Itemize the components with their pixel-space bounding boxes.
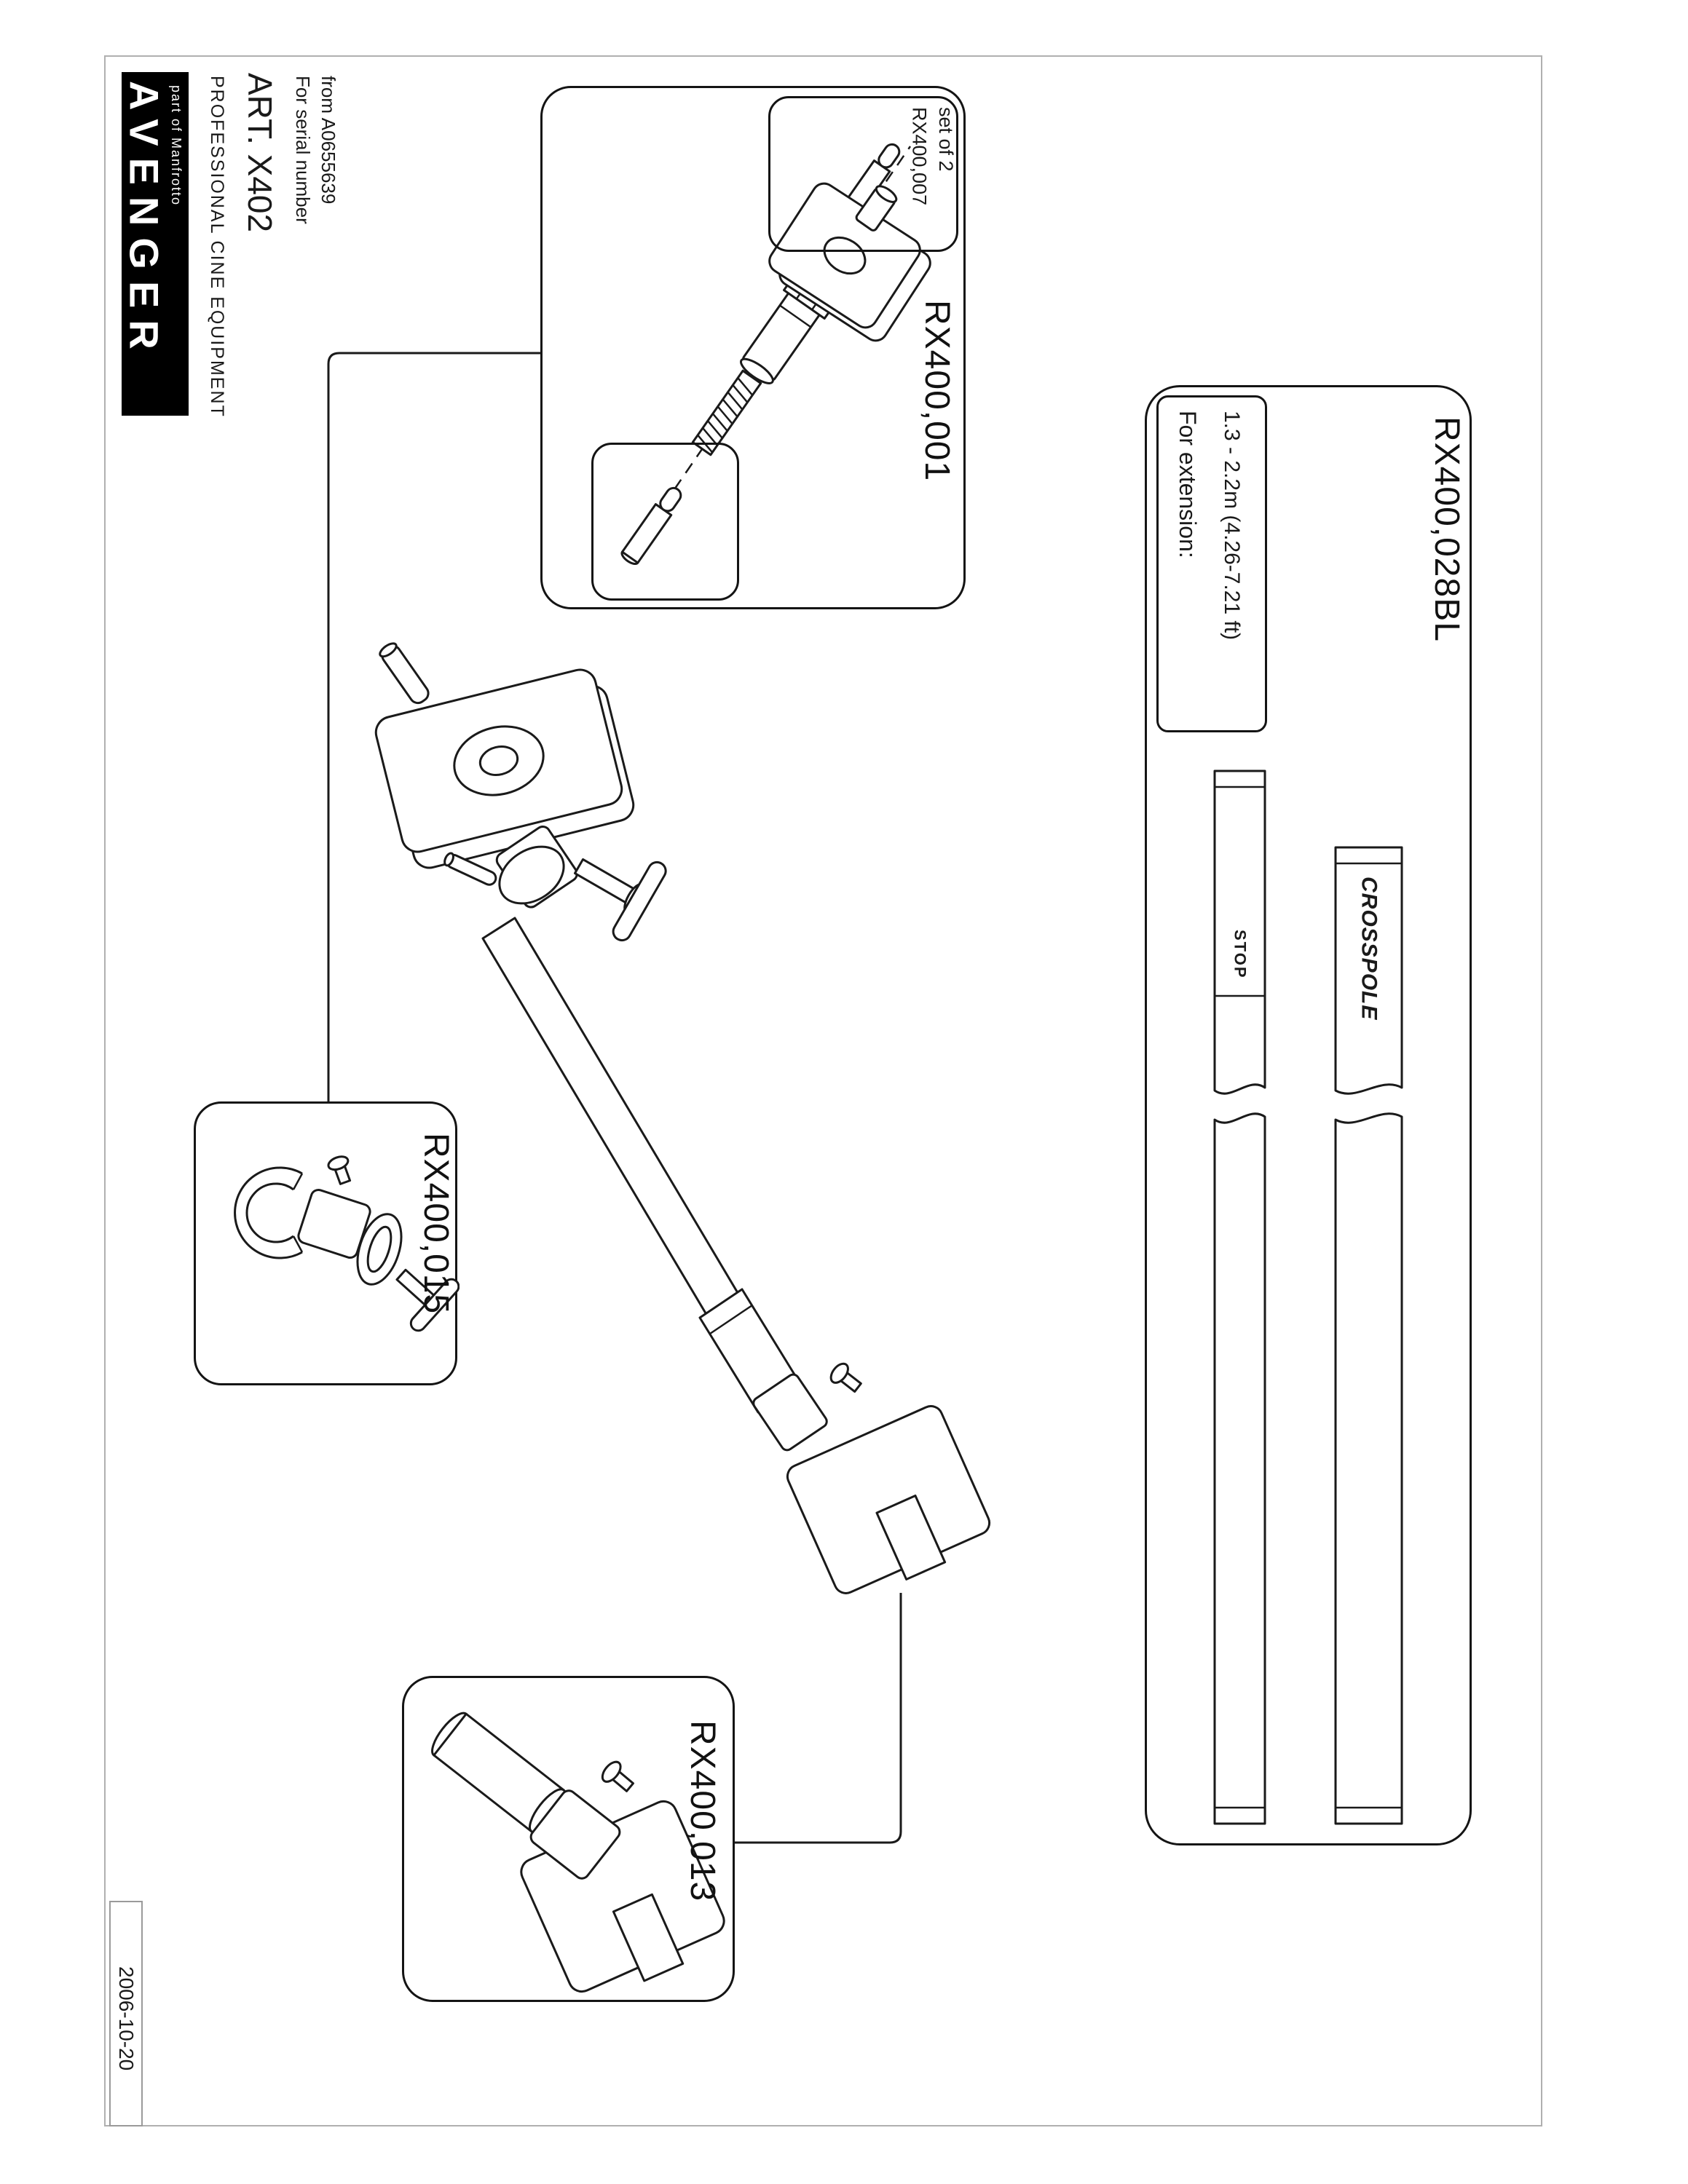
date-box: 2006-10-20 xyxy=(109,1901,143,2126)
pole-stub xyxy=(431,1712,567,1834)
serial-note-line2: from A0655639 xyxy=(318,76,340,205)
bottom-collar xyxy=(752,1373,828,1452)
swivel-clamp-drawing xyxy=(234,1155,460,1332)
pin-receptacle xyxy=(855,185,898,232)
stop-marking: STOP xyxy=(1231,930,1250,979)
extension-pole-2-upper xyxy=(1334,846,1403,1095)
extension-pole-1-upper xyxy=(1213,769,1266,1095)
connector-line-top xyxy=(327,352,540,1101)
tagline: PROFESSIONAL CINE EQUIPMENT xyxy=(207,76,227,418)
main-assembly-drawing xyxy=(374,642,991,1594)
extension-range: 1.3 - 2.2m (4.26-7.21 ft) xyxy=(1220,411,1244,641)
swivel-clamp-panel: RX400,015 xyxy=(194,1101,460,1385)
clamp-bolt xyxy=(327,1155,352,1185)
swivel-clamp-label: RX400,015 xyxy=(417,1133,455,1315)
threaded-stud xyxy=(691,369,762,456)
clamp-t-handle xyxy=(395,1268,460,1332)
extension-label: RX400,028BL xyxy=(1427,416,1466,642)
spigot-exploded-drawing xyxy=(620,143,931,566)
end-clamp-drawing xyxy=(431,1712,725,1993)
spigot-label: RX400,001 xyxy=(918,300,956,482)
crosspole-marking: CROSSPOLE xyxy=(1357,877,1381,1021)
clamp-collar xyxy=(529,1789,621,1880)
t-handle xyxy=(574,858,667,942)
connector-line-bottom xyxy=(735,1593,902,1844)
bottom-fork-plate xyxy=(786,1405,991,1594)
end-clamp-label: RX400,013 xyxy=(683,1720,722,1902)
brand-subtext: part of Manfrotto xyxy=(168,85,184,207)
avenger-logo: AVENGER part of Manfrotto xyxy=(121,72,189,416)
article-number: ART. X402 xyxy=(241,73,279,233)
pin-set-box: RX400,007 set of 2 xyxy=(768,96,958,252)
pin-set-label: RX400,007 set of 2 xyxy=(906,107,959,205)
extension-pole-1-lower xyxy=(1213,1112,1266,1825)
serial-note-line1: For serial number xyxy=(292,76,315,224)
extension-panel: For extension: 1.3 - 2.2m (4.26-7.21 ft)… xyxy=(1145,385,1472,1845)
side-handle xyxy=(443,852,497,886)
revision-date: 2006-10-20 xyxy=(115,1966,138,2071)
spare-pin-box xyxy=(591,443,739,601)
spare-pin xyxy=(620,486,682,566)
bottom-bolt xyxy=(829,1362,862,1393)
pin-set-qty: set of 2 xyxy=(934,107,957,172)
pin-set-number: RX400,007 xyxy=(908,107,931,206)
spigot-panel: RX400,007 set of 2 RX400,001 xyxy=(540,86,966,609)
extension-pole-2-lower xyxy=(1334,1112,1403,1825)
end-clamp-panel: RX400,013 xyxy=(402,1676,735,2002)
extension-title: For extension: xyxy=(1175,411,1201,558)
serial-note: For serial number from A0655639 xyxy=(290,76,341,224)
top-pin xyxy=(379,642,430,705)
extension-pole-drawing xyxy=(1213,769,1403,1825)
extension-info-box: For extension: 1.3 - 2.2m (4.26-7.21 ft) xyxy=(1156,395,1267,732)
clamp-bolt xyxy=(601,1760,634,1792)
brand-text: AVENGER xyxy=(121,81,167,361)
